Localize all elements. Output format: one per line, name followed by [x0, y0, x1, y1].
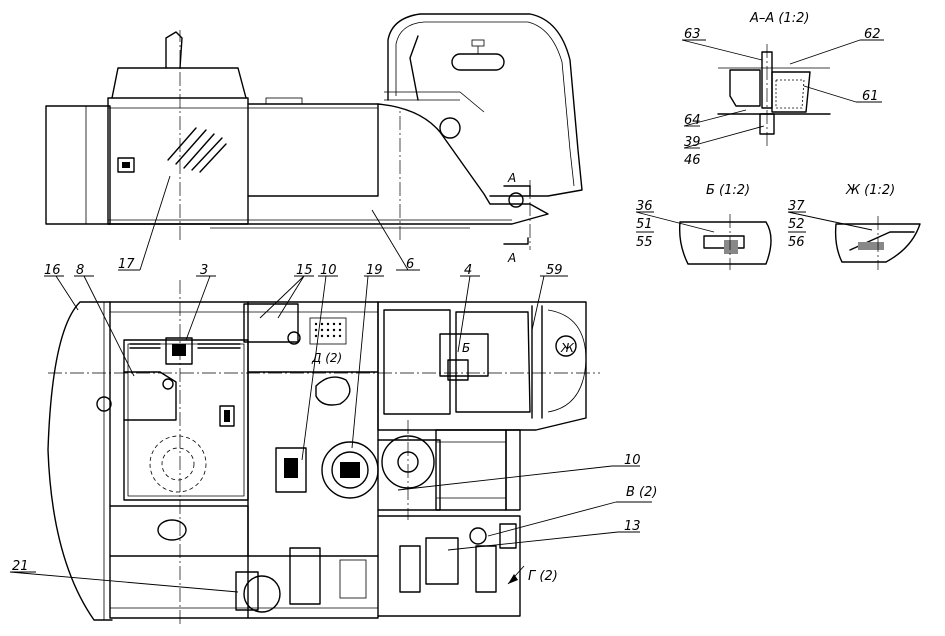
- callout-10a: 10: [320, 263, 337, 278]
- callout-17: 17: [118, 257, 135, 272]
- callout-52: 52: [788, 217, 805, 232]
- callout-62: 62: [864, 27, 881, 42]
- view-b-title: Б (1:2): [706, 183, 750, 198]
- marker-a-top: А: [507, 171, 516, 185]
- marker-b: Б: [462, 341, 470, 355]
- marker-a-bottom: А: [507, 251, 516, 265]
- callout-36: 36: [636, 199, 653, 214]
- view-g-label: Г (2): [528, 569, 558, 584]
- marker-zh: Ж: [560, 341, 575, 355]
- section-aa: [717, 44, 831, 146]
- callout-64: 64: [684, 113, 701, 128]
- callout-39: 39: [684, 135, 701, 150]
- section-aa-title: А–А (1:2): [749, 11, 809, 26]
- callout-61: 61: [862, 89, 879, 104]
- view-zh-title: Ж (1:2): [845, 183, 895, 198]
- callout-37: 37: [788, 199, 805, 214]
- callout-46: 46: [684, 153, 701, 168]
- callout-3: 3: [200, 263, 208, 278]
- callout-10b: 10: [624, 453, 641, 468]
- callout-4: 4: [464, 263, 472, 278]
- view-d-label: Д (2): [311, 351, 342, 365]
- leader-lines: [9, 39, 884, 593]
- callout-19: 19: [366, 263, 383, 278]
- view-v-label: В (2): [626, 485, 657, 500]
- view-b: [678, 214, 772, 270]
- callout-59: 59: [546, 263, 563, 278]
- callout-8: 8: [76, 263, 84, 278]
- callout-51: 51: [636, 217, 653, 232]
- side-view: [45, 13, 583, 250]
- top-view: [47, 280, 600, 626]
- callout-6: 6: [406, 257, 414, 272]
- hood-louvres: [167, 127, 227, 173]
- callout-56: 56: [788, 235, 805, 250]
- callout-15: 15: [296, 263, 313, 278]
- callout-21: 21: [12, 559, 29, 574]
- callout-13: 13: [624, 519, 641, 534]
- labels: А–А (1:2) Б (1:2) Ж (1:2) Д (2) В (2) Г …: [12, 11, 895, 584]
- vent-grilles: [129, 343, 241, 349]
- callout-55: 55: [636, 235, 653, 250]
- callout-63: 63: [684, 27, 701, 42]
- callout-16: 16: [44, 263, 61, 278]
- view-zh: [834, 216, 921, 270]
